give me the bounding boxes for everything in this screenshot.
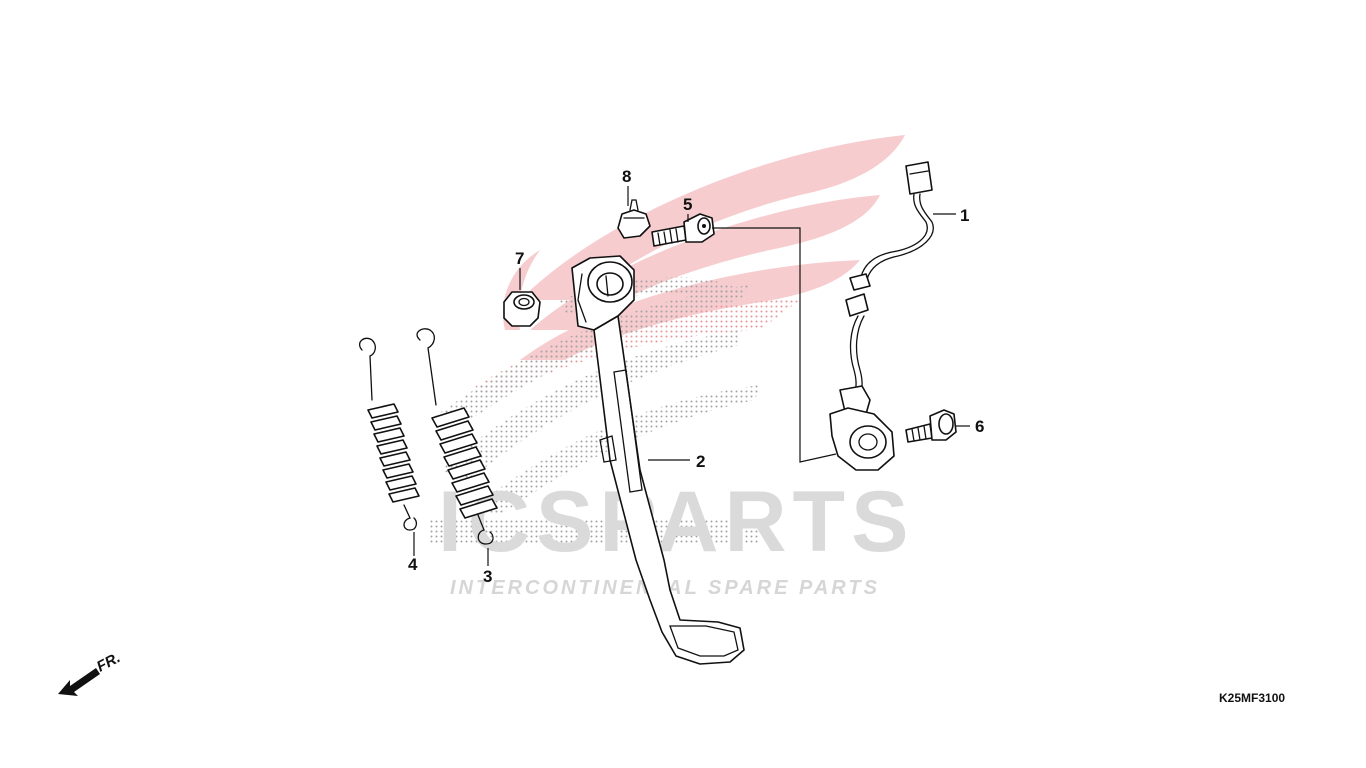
side-stand-part-2[interactable]	[571, 255, 745, 665]
rubber-stopper-part-8[interactable]	[617, 199, 651, 239]
callout-1[interactable]: 1	[960, 206, 969, 225]
leader-lines	[413, 186, 970, 566]
callout-labels: 1 2 3 4 5 6 7 8	[408, 167, 984, 586]
callout-3[interactable]: 3	[483, 567, 492, 586]
spring-coil-icon	[367, 403, 420, 503]
callout-2[interactable]: 2	[696, 452, 705, 471]
callout-8[interactable]: 8	[622, 167, 631, 186]
pivot-bolt-part-5[interactable]	[651, 213, 715, 247]
spring-hook-icon	[416, 328, 437, 406]
spring-hook-icon	[358, 337, 376, 401]
side-stand-switch-part-1[interactable]	[829, 161, 934, 471]
callout-7[interactable]: 7	[515, 249, 524, 268]
flange-bolt-part-6[interactable]	[905, 409, 957, 443]
nut-part-7[interactable]	[503, 291, 541, 327]
callout-4[interactable]: 4	[408, 555, 418, 574]
watermark: ICSPARTS INTERCONTINENTAL SPARE PARTS	[430, 135, 914, 599]
spring-part-4[interactable]	[358, 337, 420, 531]
callout-5[interactable]: 5	[683, 195, 692, 214]
diagram-code: K25MF3100	[1219, 691, 1285, 705]
callout-6[interactable]: 6	[975, 417, 984, 436]
spring-part-3[interactable]	[416, 328, 498, 545]
spring-coil-icon	[431, 407, 498, 519]
arrow-left-icon	[58, 668, 100, 696]
watermark-logo-text: ICSPARTS	[438, 474, 914, 570]
front-direction-indicator: FR.	[58, 649, 123, 696]
